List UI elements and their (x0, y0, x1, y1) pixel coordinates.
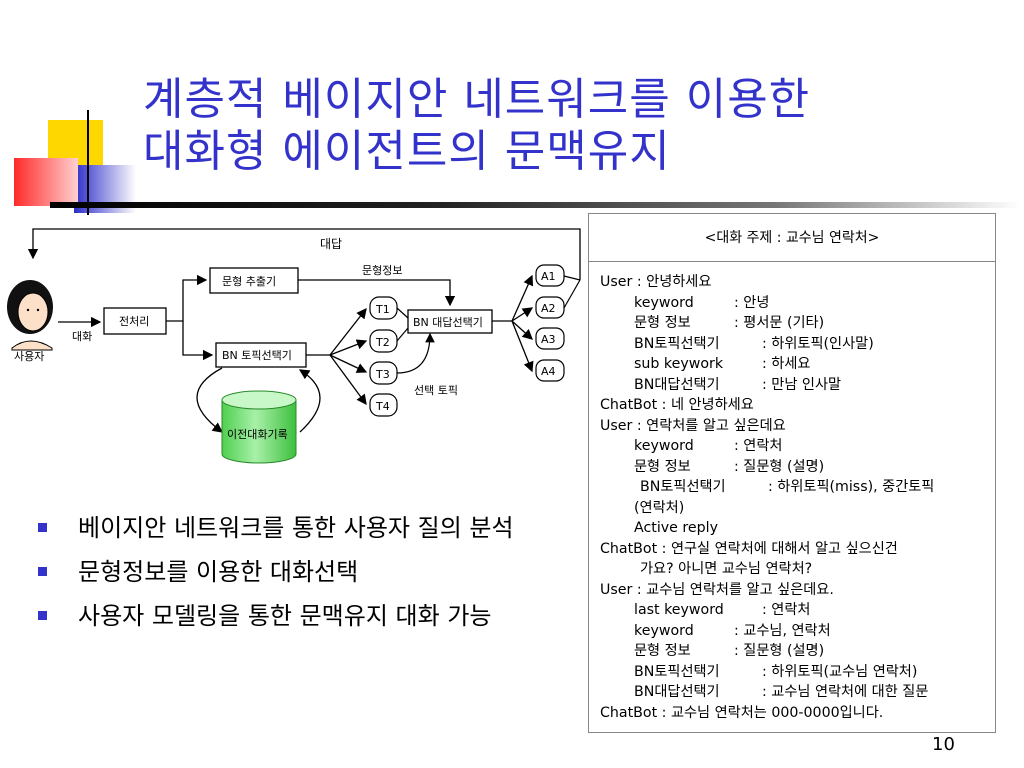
chatbot-turn: ChatBot : 연구실 연락처에 대해서 알고 싶으신건 (600, 540, 898, 557)
user-turn: User : 안녕하세요 (600, 274, 712, 290)
preprocessing-label: 전처리 (119, 315, 149, 328)
dialogue-topic-header: <대화 주제 : 교수님 연락처> (589, 214, 995, 262)
architecture-diagram: 대답 사용자 대화 전처리 문형 추출기 문형정보 BN 토픽선택기 이전대화기… (7, 228, 581, 464)
utterance-type-extractor-label: 문형 추출기 (222, 275, 276, 288)
bn-topic-selector-label: BN 토픽선택기 (222, 349, 292, 362)
bullet-marker (38, 611, 47, 620)
analysis-line: BN대답선택기: 만남 인사말 (634, 376, 842, 393)
bullet-list: 베이지안 네트워크를 통한 사용자 질의 분석 문형정보를 이용한 대화선택 사… (38, 512, 518, 644)
bn-answer-selector-label: BN 대답선택기 (413, 316, 483, 329)
topic-node-t3: T3 (369, 361, 398, 385)
answer-label: A2 (541, 302, 556, 315)
dialogue-label: 대화 (72, 330, 92, 343)
topic-label: T1 (375, 303, 390, 316)
chatbot-turn: ChatBot : 교수님 연락처는 000-0000입니다. (600, 704, 884, 721)
deco-red-square (14, 158, 78, 206)
analysis-line: BN대답선택기: 교수님 연락처에 대한 질문 (634, 684, 929, 700)
answer-feedback-arrow (27, 228, 581, 280)
analysis-line: keyword: 연락처 (634, 438, 783, 454)
answer-node-a4: A4 (535, 359, 565, 382)
analysis-line: 문형 정보: 질문형 (설명) (634, 643, 825, 659)
title-line-2: 대화형 에이전트의 문맥유지 (143, 126, 671, 177)
dialogue-transcript: User : 안녕하세요 keyword: 안녕 문형 정보: 평서문 (기타)… (589, 262, 995, 723)
user-turn: User : 교수님 연락처를 알고 싶은데요. (600, 581, 834, 598)
bullet-text: 문형정보를 이용한 대화선택 (78, 558, 359, 586)
slide-title: 계층적 베이지안 네트워크를 이용한 대화형 에이전트의 문맥유지 (143, 74, 1003, 178)
title-line-1: 계층적 베이지안 네트워크를 이용한 (143, 74, 811, 125)
analysis-line: 문형 정보: 질문형 (설명) (634, 458, 825, 475)
answer-label: 대답 (320, 237, 342, 251)
analysis-line: BN토픽선택기: 하위토픽(인사말) (634, 335, 874, 352)
analysis-line: (연락처) (634, 499, 685, 516)
title-rule (50, 202, 1020, 208)
topic-label: T4 (375, 400, 390, 413)
bullet-item: 베이지안 네트워크를 통한 사용자 질의 분석 (38, 512, 518, 545)
utterance-type-info-label: 문형정보 (362, 264, 402, 277)
bullet-marker (38, 523, 47, 532)
chatbot-turn: ChatBot : 네 안녕하세요 (600, 397, 754, 413)
answer-label: A4 (541, 365, 556, 378)
bullet-text: 베이지안 네트워크를 통한 사용자 질의 분석 (78, 514, 514, 542)
preprocessing-box (103, 307, 167, 335)
user-label: 사용자 (14, 350, 44, 363)
previous-dialogue-record-label: 이전대화기록 (227, 428, 288, 441)
topic-node-t1: T1 (369, 296, 398, 320)
analysis-line: keyword: 교수님, 연락처 (634, 622, 831, 639)
page-number: 10 (932, 734, 955, 755)
chatbot-turn-continuation: 가요? 아니면 교수님 연락처? (640, 561, 813, 577)
answer-label: A3 (541, 333, 556, 346)
user-icon (7, 280, 53, 351)
analysis-line: last keyword: 연락처 (634, 602, 811, 618)
bullet-text: 사용자 모델링을 통한 문맥유지 대화 가능 (78, 602, 492, 630)
title-decoration (14, 110, 136, 215)
answer-label: A1 (541, 270, 556, 283)
dialogue-history-database (221, 390, 297, 464)
topic-node-t4: T4 (369, 393, 398, 417)
analysis-line: keyword: 안녕 (634, 294, 770, 311)
analysis-line: BN토픽선택기: 하위토픽(miss), 중간토픽 (640, 479, 935, 495)
bullet-marker (38, 567, 47, 576)
analysis-line: 문형 정보: 평서문 (기타) (634, 315, 825, 331)
selected-topic-label: 선택 토픽 (414, 384, 458, 397)
topic-label: T3 (375, 368, 390, 381)
dialogue-example-box: <대화 주제 : 교수님 연락처> User : 안녕하세요 keyword: … (588, 213, 996, 733)
deco-yellow-square (48, 120, 103, 165)
analysis-line: sub keywork: 하세요 (634, 356, 811, 372)
analysis-line: Active reply (634, 520, 718, 536)
answer-node-a1: A1 (535, 264, 565, 287)
analysis-line: BN토픽선택기: 하위토픽(교수님 연락처) (634, 663, 918, 680)
topic-node-t2: T2 (369, 329, 398, 353)
answer-node-a2: A2 (535, 296, 565, 319)
user-turn: User : 연락처를 알고 싶은데요 (600, 417, 786, 434)
topic-label: T2 (375, 336, 390, 349)
bullet-item: 문형정보를 이용한 대화선택 (38, 556, 518, 589)
bullet-item: 사용자 모델링을 통한 문맥유지 대화 가능 (38, 600, 518, 633)
answer-node-a3: A3 (535, 327, 565, 350)
